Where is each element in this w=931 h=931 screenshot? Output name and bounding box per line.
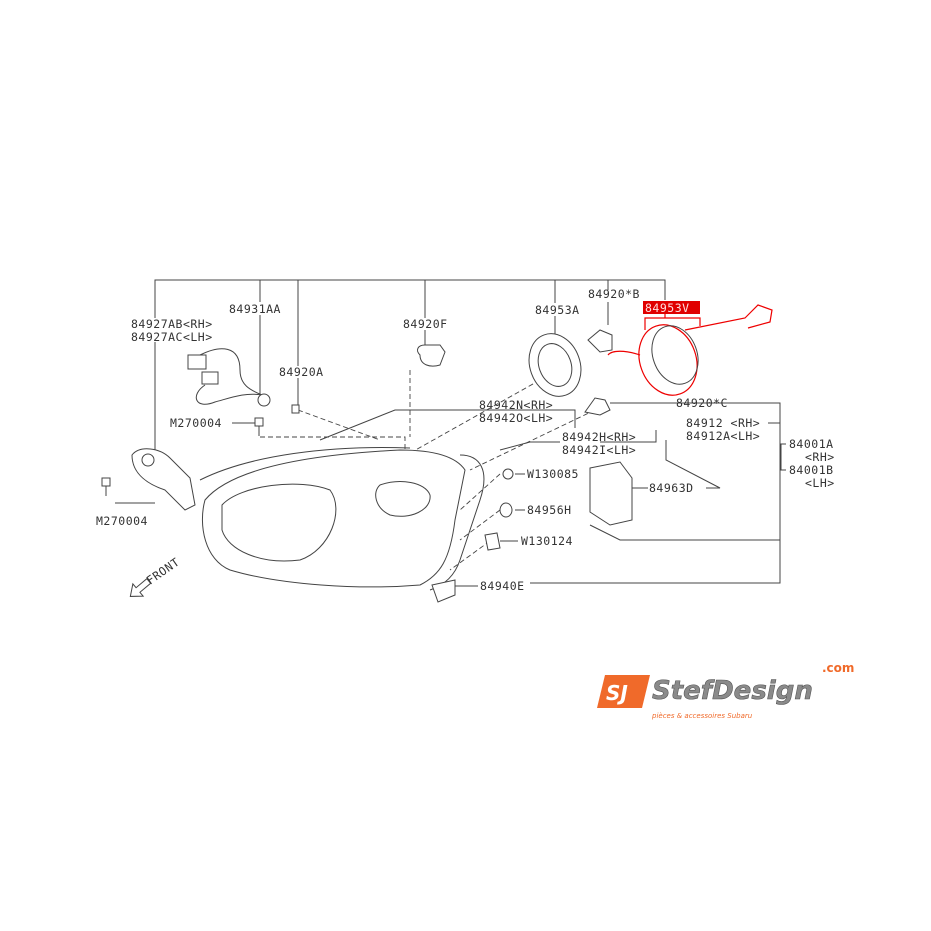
leader-lines: [115, 279, 786, 587]
side-bracket: [131, 448, 196, 511]
label-m270004-lower[interactable]: M270004: [96, 514, 148, 528]
bulbs: [417, 329, 613, 416]
label-84953a[interactable]: 84953A: [535, 303, 580, 317]
label-84920b[interactable]: 84920*B: [588, 287, 640, 301]
label-84963d[interactable]: 84963D: [649, 481, 694, 495]
logo-tld: .com: [822, 661, 854, 675]
label-84927ab[interactable]: 84927AB<RH>: [131, 317, 213, 331]
label-84953v[interactable]: 84953V: [645, 301, 690, 315]
label-84942i[interactable]: 84942I<LH>: [562, 443, 636, 457]
front-arrow: [129, 577, 152, 597]
label-84001b[interactable]: 84001B: [789, 463, 834, 477]
label-m270004-upper[interactable]: M270004: [170, 416, 222, 430]
label-w130085[interactable]: W130085: [527, 467, 579, 481]
bolts: [101, 417, 264, 496]
label-84920c[interactable]: 84920*C: [676, 396, 728, 410]
logo-tagline: pièces & accessoires Subaru: [651, 712, 753, 720]
label-front: FRONT: [144, 555, 182, 588]
rubber-cover: [528, 333, 582, 397]
label-w130124[interactable]: W130124: [521, 534, 573, 548]
stefdesign-logo: SJ StefDesign .com pièces & accessoires …: [597, 661, 854, 720]
label-84956h[interactable]: 84956H: [527, 503, 572, 517]
label-84920a[interactable]: 84920A: [279, 365, 324, 379]
logo-mark-text: SJ: [606, 681, 628, 705]
label-84912[interactable]: 84912 <RH>: [686, 416, 760, 430]
highlighted-cover-84953v[interactable]: [607, 301, 773, 403]
label-84942o[interactable]: 84942O<LH>: [479, 411, 553, 425]
label-84001a-side: <RH>: [805, 450, 835, 464]
label-84931aa[interactable]: 84931AA: [229, 302, 281, 316]
label-84940e[interactable]: 84940E: [480, 579, 525, 593]
label-84001b-side: <LH>: [805, 476, 835, 490]
label-84942h[interactable]: 84942H<RH>: [562, 430, 636, 444]
wire-harness: [187, 348, 300, 414]
highlight-label-bg: [643, 301, 700, 314]
label-84920f[interactable]: 84920F: [403, 317, 448, 331]
logo-brand: StefDesign: [652, 676, 813, 706]
label-84942n[interactable]: 84942N<RH>: [479, 398, 553, 412]
label-84912a[interactable]: 84912A<LH>: [686, 429, 760, 443]
label-84001a[interactable]: 84001A: [789, 437, 834, 451]
label-84927ac[interactable]: 84927AC<LH>: [131, 330, 213, 344]
part-labels: 84927AB<RH> 84927AC<LH> 84931AA 84920F 8…: [96, 287, 835, 593]
small-parts: [431, 461, 633, 603]
logo-mark: [597, 675, 650, 708]
headlight-housing: [199, 446, 485, 591]
